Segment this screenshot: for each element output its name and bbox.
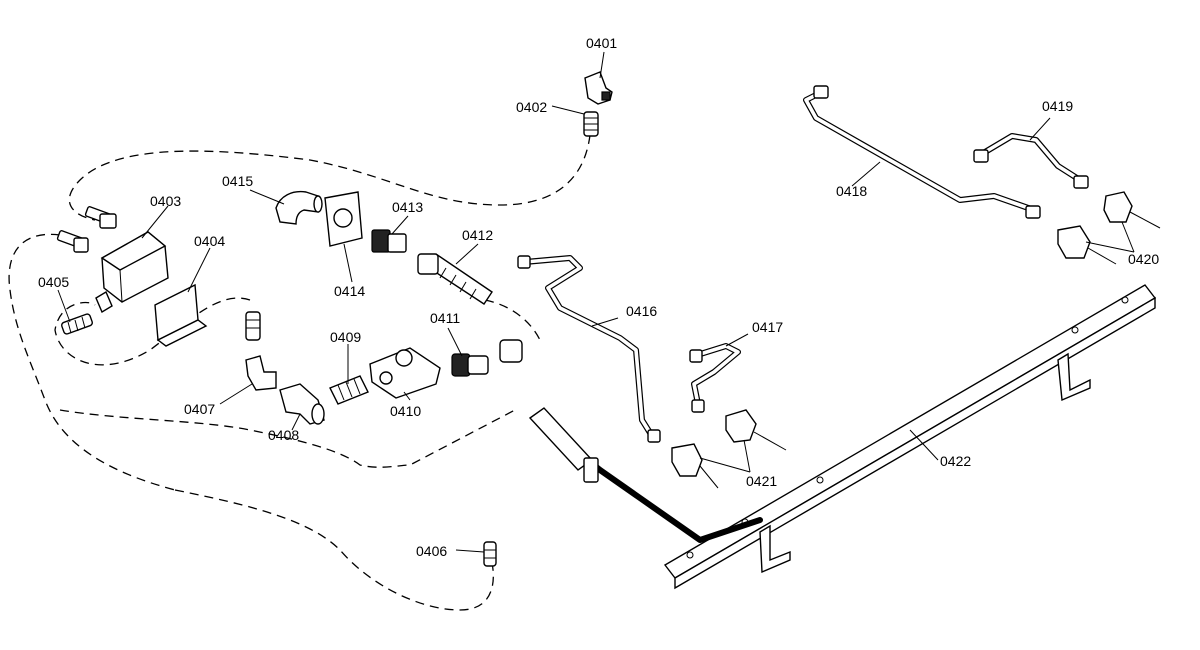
dashed-route-inner [54,297,251,366]
part-0412-hose-fitting[interactable] [417,253,493,305]
label-0413: 0413 [392,199,423,215]
label-0409: 0409 [330,329,361,345]
part-0422-manifold-frame[interactable] [528,284,1157,590]
label-0412: 0412 [462,227,493,243]
part-0420-valves[interactable] [1057,191,1161,265]
dashed-route-outer [68,134,591,221]
part-0404-bracket[interactable] [154,283,208,347]
dashed-route-lower [174,489,494,611]
label-0401: 0401 [586,35,617,51]
label-0411: 0411 [430,310,460,326]
part-0401-elbow[interactable] [584,71,613,105]
label-0410: 0410 [390,403,421,419]
part-0406-nozzle[interactable] [483,541,497,567]
label-0417: 0417 [752,319,783,335]
label-0405: 0405 [38,274,69,290]
label-0402: 0402 [516,99,547,115]
part-0419-tube[interactable] [973,133,1089,189]
dashed-route-fitting [484,299,541,341]
part-0417-tube[interactable] [689,343,741,413]
label-0407: 0407 [184,401,215,417]
part-0405-screw[interactable] [60,313,94,335]
label-0404: 0404 [194,233,225,249]
label-0416: 0416 [626,303,657,319]
part-0402-nozzle[interactable] [583,111,599,137]
part-0410-regulator[interactable] [369,347,441,399]
part-0413-connector[interactable] [371,229,407,253]
label-0419: 0419 [1042,98,1073,114]
part-0414-gasket[interactable] [324,191,363,247]
label-0403: 0403 [150,193,181,209]
label-0415: 0415 [222,173,253,189]
label-0421: 0421 [746,473,777,489]
part-0418-tube[interactable] [803,85,1041,219]
part-0408-tee[interactable] [279,383,325,425]
dashed-route-left [8,233,176,491]
part-0407-elbow[interactable] [245,311,277,391]
part-0403-valve-box[interactable] [56,206,169,314]
label-0406: 0406 [416,543,447,559]
label-0418: 0418 [836,183,867,199]
part-0416-tube[interactable] [517,255,661,443]
dashed-route-center [59,409,516,468]
label-0408: 0408 [268,427,299,443]
part-0411-fittings[interactable] [451,339,523,377]
label-0414: 0414 [334,283,365,299]
leader-lines [57,51,1135,553]
part-0421-valves[interactable] [671,409,787,489]
label-0420: 0420 [1128,251,1159,267]
part-0409-nipple[interactable] [329,375,369,405]
part-0415-elbow[interactable] [275,190,323,225]
label-0422: 0422 [940,453,971,469]
